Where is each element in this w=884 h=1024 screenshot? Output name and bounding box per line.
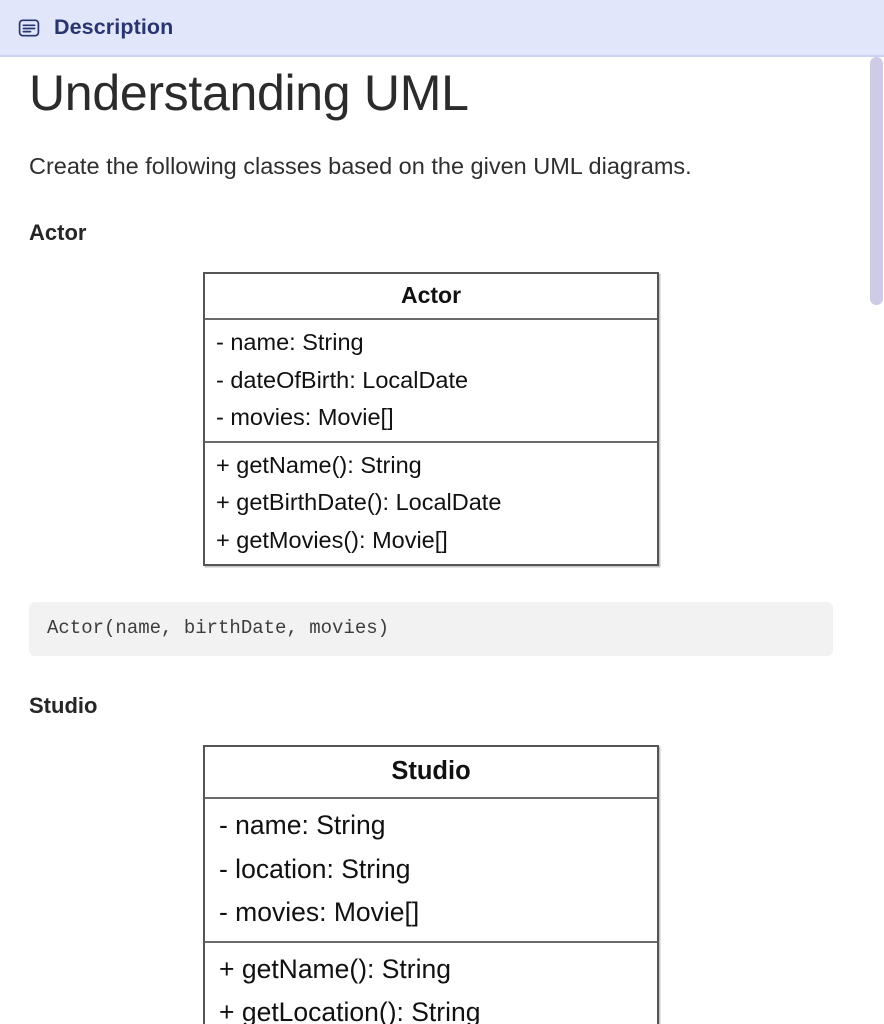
code-block-actor-constructor: Actor(name, birthDate, movies) [29, 601, 833, 657]
uml-attributes: - name: String - location: String - movi… [205, 799, 657, 943]
uml-method-row: + getBirthDate(): LocalDate [216, 489, 502, 516]
uml-method-row: + getName(): String [216, 452, 422, 479]
description-scroll-area[interactable]: Understanding UML Create the following c… [0, 57, 884, 1024]
uml-class-name: Studio [205, 747, 657, 800]
uml-attributes: - name: String - dateOfBirth: LocalDate … [205, 320, 657, 444]
uml-diagram-actor: Actor - name: String - dateOfBirth: Loca… [29, 272, 833, 566]
page-title: Understanding UML [29, 65, 469, 121]
panel-header: Description [0, 0, 884, 57]
uml-methods: + getName(): String + getLocation(): Str… [205, 943, 657, 1024]
uml-methods: + getName(): String + getBirthDate(): Lo… [205, 443, 657, 564]
uml-class-name: Actor [205, 274, 657, 321]
section-heading-actor: Actor [29, 219, 87, 245]
uml-attribute-row: - name: String [216, 329, 364, 356]
panel-header-title: Description [54, 14, 174, 39]
uml-attribute-row: - location: String [219, 853, 411, 884]
uml-attribute-row: - name: String [219, 810, 386, 841]
uml-attribute-row: - movies: Movie[] [216, 403, 394, 430]
section-heading-studio: Studio [29, 693, 98, 719]
uml-class-box: Studio - name: String - location: String… [203, 745, 659, 1024]
uml-method-row: + getMovies(): Movie[] [216, 526, 448, 553]
uml-attribute-row: - dateOfBirth: LocalDate [216, 366, 469, 393]
vertical-scrollbar-thumb[interactable] [870, 57, 883, 305]
uml-method-row: + getName(): String [219, 953, 451, 984]
intro-paragraph: Create the following classes based on th… [29, 153, 692, 179]
description-content: Understanding UML Create the following c… [0, 57, 862, 1024]
vertical-scrollbar-track[interactable] [868, 57, 884, 1024]
uml-method-row: + getLocation(): String [219, 997, 481, 1024]
uml-diagram-studio: Studio - name: String - location: String… [29, 745, 833, 1024]
description-icon [17, 16, 41, 40]
uml-attribute-row: - movies: Movie[] [219, 897, 420, 928]
uml-class-box: Actor - name: String - dateOfBirth: Loca… [203, 272, 659, 566]
